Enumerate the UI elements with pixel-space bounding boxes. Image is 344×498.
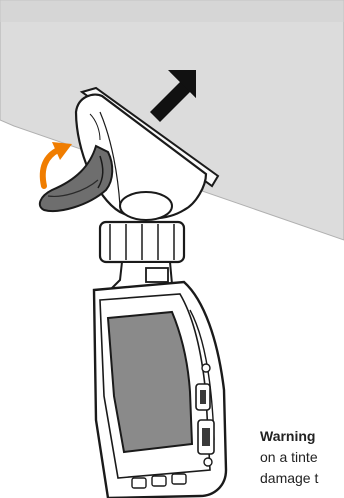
warning-text-line-2: damage t <box>260 468 344 489</box>
ball-joint <box>120 192 172 220</box>
warning-text-line-1: on a tinte <box>260 447 344 468</box>
camera-button <box>202 364 210 372</box>
locking-knob <box>100 222 184 262</box>
camera-screen <box>108 312 192 452</box>
curved-arrow-icon <box>43 142 72 186</box>
dash-camera <box>94 282 226 498</box>
hdmi-port-icon <box>198 420 214 454</box>
usb-port-icon <box>196 384 210 410</box>
warning-title: Warning <box>260 426 344 447</box>
warning-note: Warning on a tinte damage t <box>260 426 344 489</box>
